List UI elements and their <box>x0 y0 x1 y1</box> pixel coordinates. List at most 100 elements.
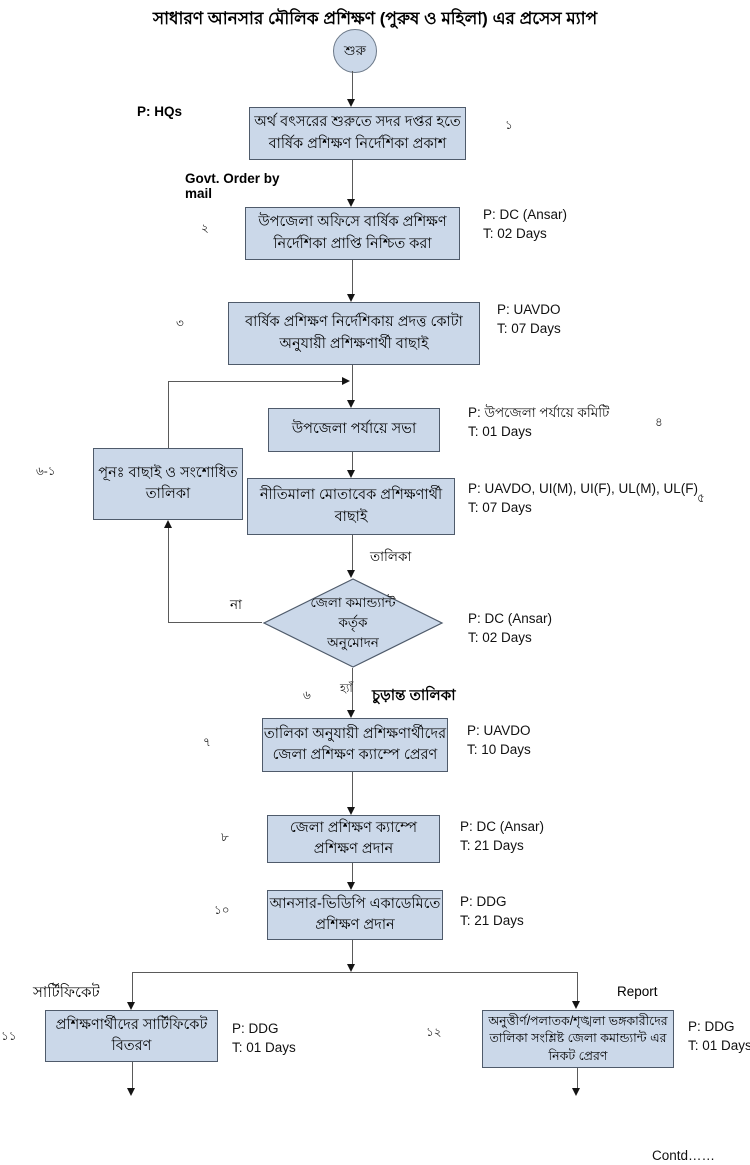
connector-step1-step2 <box>351 160 353 199</box>
step10-number: ১০ <box>214 903 230 917</box>
certificate-label: সার্টিফিকেট <box>33 984 100 1001</box>
step7-text: তালিকা অনুযায়ী প্রশিক্ষণার্থীদের জেলা প… <box>263 725 447 763</box>
connector-no-up <box>168 528 169 622</box>
step8-annotation: P: DC (Ansar) T: 21 Days <box>460 818 544 856</box>
rescreen-number: ৬-১ <box>36 464 56 478</box>
connector-step11-out <box>131 1062 133 1088</box>
step4-text: উপজেলা পর্যায়ে সভা <box>291 421 417 438</box>
connector-step12-out <box>576 1068 578 1088</box>
step2-t: T: 02 Days <box>483 225 547 241</box>
step12-annotation: P: DDG T: 01 Days <box>688 1018 750 1056</box>
start-label: শুরু <box>344 42 366 58</box>
step8-number: ৮ <box>221 830 229 844</box>
arrowhead-step11-out <box>127 1088 135 1096</box>
step12-p: P: DDG <box>688 1019 735 1034</box>
step7-number: ৭ <box>203 735 211 749</box>
step5-text: নীতিমালা মোতাবেক প্রশিক্ষণার্থী বাছাই <box>259 487 443 525</box>
report-label: Report <box>617 984 658 999</box>
connector-branch-right <box>576 972 578 1001</box>
arrowhead-step3 <box>347 294 355 302</box>
decision-p: P: DC (Ansar) <box>468 611 553 626</box>
step10-text: আনসার-ভিডিপি একাডেমিতে প্রশিক্ষণ প্রদান <box>269 895 441 933</box>
rescreen-text: পূনঃ বাছাই ও সংশোধিত তালিকা <box>98 464 238 502</box>
connector-step5-decision <box>351 535 353 570</box>
step1-actor-label: P: HQs <box>137 104 183 119</box>
step7-p: P: UAVDO <box>467 723 531 738</box>
step10-t: T: 21 Days <box>460 912 524 928</box>
arrowhead-step7 <box>347 710 355 718</box>
arrowhead-step5 <box>347 470 355 478</box>
step7-box: তালিকা অনুযায়ী প্রশিক্ষণার্থীদের জেলা প… <box>262 718 448 772</box>
step3-p: P: UAVDO <box>497 302 561 317</box>
step8-text: জেলা প্রশিক্ষণ ক্যাম্পে প্রশিক্ষণ প্রদান <box>289 819 418 857</box>
arrowhead-step12 <box>572 1001 580 1009</box>
connector-split-bar <box>131 972 577 973</box>
step10-box: আনসার-ভিডিপি একাডেমিতে প্রশিক্ষণ প্রদান <box>267 890 443 940</box>
step2-p: P: DC (Ansar) <box>483 207 568 222</box>
mail-note-label: Govt. Order by mail <box>185 171 280 201</box>
connector-feedback-across <box>168 381 342 382</box>
continued-note: Contd…… <box>652 1148 716 1163</box>
step5-box: নীতিমালা মোতাবেক প্রশিক্ষণার্থী বাছাই <box>247 478 455 535</box>
connector-step7-step8 <box>351 772 353 807</box>
step3-text: বার্ষিক প্রশিক্ষণ নির্দেশিকায় প্রদত্ত ক… <box>245 314 463 352</box>
step12-t: T: 01 Days <box>688 1037 750 1053</box>
step3-number: ৩ <box>176 316 184 330</box>
step11-annotation: P: DDG T: 01 Days <box>232 1020 296 1058</box>
step11-number: ১১ <box>1 1029 17 1043</box>
step3-t: T: 07 Days <box>497 320 561 336</box>
arrowhead-step10 <box>347 882 355 890</box>
connector-no-across <box>168 622 262 623</box>
decision-no-label: না <box>230 597 242 612</box>
step12-box: অনুত্তীর্ণ/পলাতক/শৃঙ্খলা ভঙ্গকারীদের তাল… <box>482 1010 674 1068</box>
connector-branch-left <box>131 972 133 1002</box>
decision-annotation: P: DC (Ansar) T: 02 Days <box>468 610 552 648</box>
step3-annotation: P: UAVDO T: 07 Days <box>497 301 561 339</box>
decision-approval: জেলা কমান্ড্যান্ট কর্তৃক অনুমোদন <box>262 578 444 668</box>
connector-feedback-up <box>168 381 169 448</box>
connector-step8-step10 <box>351 863 353 882</box>
diamond-shape <box>262 578 444 668</box>
step4-t: T: 01 Days <box>468 423 532 439</box>
step1-box: অর্থ বৎসরের শুরুতে সদর দপ্তর হতে বার্ষিক… <box>249 107 466 160</box>
step5-number: ৫ <box>697 491 705 505</box>
step7-t: T: 10 Days <box>467 741 531 757</box>
step12-text: অনুত্তীর্ণ/পলাতক/শৃঙ্খলা ভঙ্গকারীদের তাল… <box>488 1013 668 1063</box>
arrowhead-step11 <box>127 1002 135 1010</box>
arrowhead-step12-out <box>572 1088 580 1096</box>
start-terminator: শুরু <box>333 29 377 73</box>
arrowhead-rescreen <box>164 520 172 528</box>
final-list-label: চুড়ান্ত তালিকা <box>372 687 456 704</box>
connector-start-step1 <box>351 71 353 99</box>
step8-t: T: 21 Days <box>460 837 524 853</box>
arrowhead-split <box>347 964 355 972</box>
step2-annotation: P: DC (Ansar) T: 02 Days <box>483 206 567 244</box>
step11-p: P: DDG <box>232 1021 279 1036</box>
rescreen-box: পূনঃ বাছাই ও সংশোধিত তালিকা <box>93 448 243 520</box>
step5-p: P: UAVDO, UI(M), UI(F), UL(M), UL(F) <box>468 481 698 496</box>
step1-text: অর্থ বৎসরের শুরুতে সদর দপ্তর হতে বার্ষিক… <box>254 114 461 152</box>
decision-number: ৬ <box>303 688 311 702</box>
connector-step2-step3 <box>351 260 353 294</box>
arrowhead-step1 <box>347 99 355 107</box>
step11-text: প্রশিক্ষণার্থীদের সার্টিফিকেট বিতরণ <box>55 1016 208 1054</box>
connector-step10-split <box>351 940 353 964</box>
arrowhead-step2 <box>347 199 355 207</box>
step5-t: T: 07 Days <box>468 499 532 515</box>
step4-annotation: P: উপজেলা পর্যায়ে কমিটি T: 01 Days <box>468 404 609 442</box>
step4-number: ৪ <box>655 415 663 429</box>
connector-step3-step4 <box>351 365 353 400</box>
step1-number: ১ <box>505 118 513 132</box>
decision-t: T: 02 Days <box>468 629 532 645</box>
step2-box: উপজেলা অফিসে বার্ষিক প্রশিক্ষণ নির্দেশিক… <box>245 207 460 260</box>
decision-text: জেলা কমান্ড্যান্ট কর্তৃক অনুমোদন <box>310 594 396 651</box>
arrowhead-feedback-merge <box>342 377 350 385</box>
step11-t: T: 01 Days <box>232 1039 296 1055</box>
step8-box: জেলা প্রশিক্ষণ ক্যাম্পে প্রশিক্ষণ প্রদান <box>267 815 440 863</box>
arrowhead-step8 <box>347 807 355 815</box>
step5-annotation: P: UAVDO, UI(M), UI(F), UL(M), UL(F) T: … <box>468 480 698 518</box>
step10-p: P: DDG <box>460 894 507 909</box>
connector-step4-step5 <box>351 452 353 470</box>
step2-text: উপজেলা অফিসে বার্ষিক প্রশিক্ষণ নির্দেশিক… <box>258 214 447 252</box>
step4-box: উপজেলা পর্যায়ে সভা <box>268 408 440 452</box>
